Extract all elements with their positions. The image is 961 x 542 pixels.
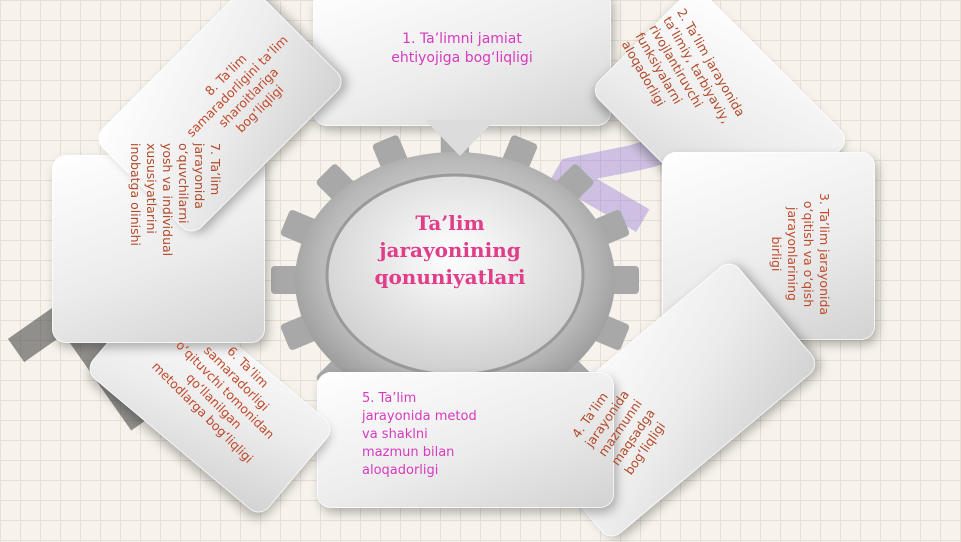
gear-tooth [607,266,639,294]
card-1-pointer [425,120,495,156]
item-1-label: 1. Ta’limni jamiat ehtiyojiga bog‘liqlig… [391,31,533,66]
card-1 [313,0,611,126]
item-3-label: 3. Ta’lim jarayonida o‘qitish va o‘qish … [769,192,832,316]
card-5 [317,372,614,508]
item-5-label: 5. Ta’lim jarayonida metod va shaklni ma… [362,391,477,478]
center-title: Ta’lim jarayonining qonuniyatlari [374,211,526,289]
gear-tooth [271,266,303,294]
